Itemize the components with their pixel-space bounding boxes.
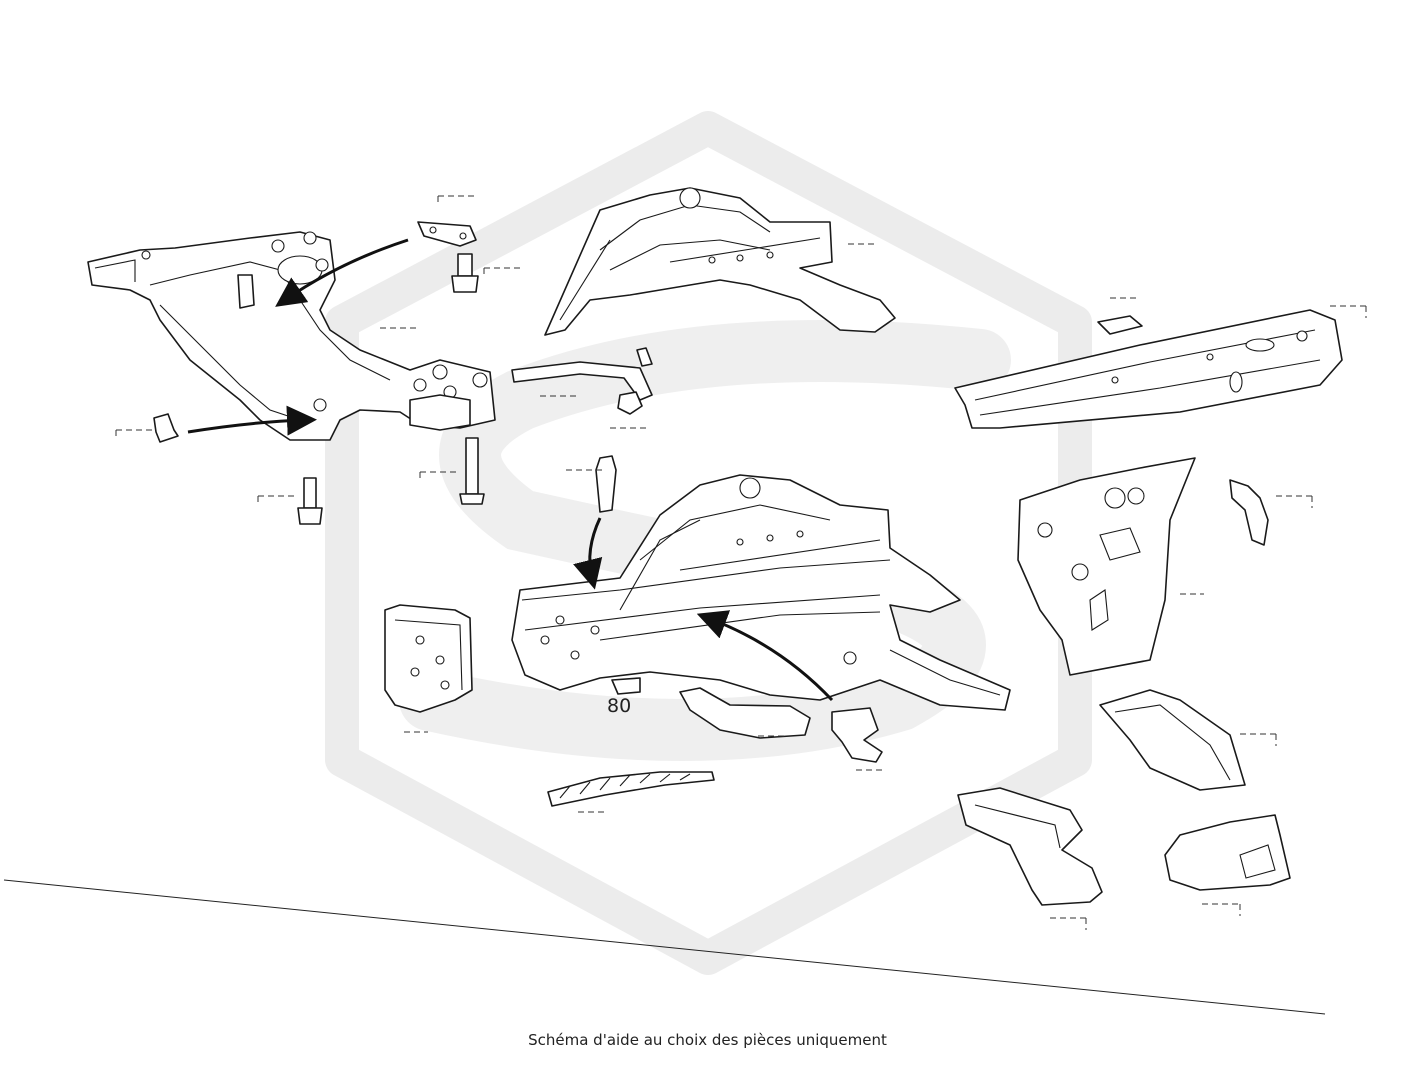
subframe-bolt-plate[interactable] [417,221,477,247]
bracket-right-small[interactable] [1229,479,1269,546]
wheelhouse-upper[interactable] [544,187,896,336]
clip-small[interactable] [636,347,653,367]
bracket-small-80[interactable] [611,677,641,695]
bracket-vertical[interactable] [595,455,617,513]
subframe-bushing[interactable] [153,413,179,443]
reinforcement-strip[interactable] [547,771,715,807]
front-subframe[interactable] [87,231,496,441]
nut-small[interactable] [617,391,643,415]
clip-crossmember[interactable] [1097,315,1143,335]
ground-line [3,879,1326,1015]
side-member-rear[interactable] [1099,689,1246,791]
inner-fender-panel[interactable] [1017,457,1196,676]
diagram-caption: Schéma d'aide au choix des pièces unique… [528,1031,887,1049]
subframe-bolt-2[interactable] [459,437,485,505]
box-section-right[interactable] [1164,814,1291,891]
leader-arrows [187,238,834,702]
reference-dashes [115,195,1367,930]
box-section-left[interactable] [957,787,1103,906]
bracket-hook[interactable] [831,707,883,763]
front-frame-rail[interactable] [511,474,1011,711]
part-number-label: 80 [607,695,632,717]
bracket-curved[interactable] [679,687,811,739]
subframe-bolt-1[interactable] [451,253,479,293]
subframe-bolt-3[interactable] [297,477,323,525]
front-crossmember[interactable] [954,309,1343,429]
side-plate-left[interactable] [384,604,473,713]
